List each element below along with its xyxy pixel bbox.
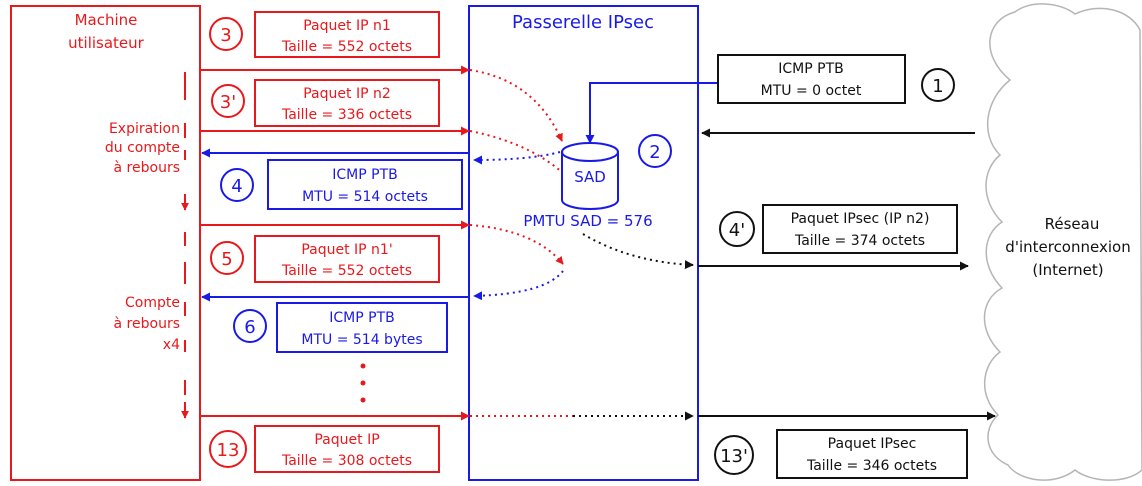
svg-text:5: 5 (221, 249, 232, 270)
step-4-prime: 4' (719, 211, 755, 247)
ptb-1-line1: ICMP PTB (778, 61, 843, 77)
icmp-box-6: ICMP PTB MTU = 514 bytes (276, 302, 448, 353)
vertical-ellipsis-dots (360, 363, 366, 403)
icmp-box-4: ICMP PTB MTU = 514 octets (267, 159, 463, 210)
internet-cloud (983, 3, 1142, 481)
packet-3-line2: Taille = 552 octets (281, 39, 412, 55)
dotted-sad-to-ipsec (582, 233, 694, 270)
dotted-sad-ptb-4 (473, 151, 561, 165)
timer-countdown-label: Compte à rebours x4 (114, 295, 181, 353)
step-5: 5 (210, 241, 244, 275)
network-label: Réseau d'interconnexion (Internet) (1005, 215, 1130, 279)
dotted-n1-to-sad (469, 69, 563, 142)
svg-text:13: 13 (217, 440, 240, 461)
network-label-line2: d'interconnexion (1005, 238, 1130, 256)
packet-3-line1: Paquet IP n1 (303, 18, 391, 34)
icmp-6-line2: MTU = 514 bytes (301, 332, 422, 348)
packet-box-13: Paquet IP Taille = 308 octets (254, 425, 440, 473)
timer-expiry-line2: du compte (105, 140, 180, 156)
svg-text:2: 2 (649, 142, 660, 163)
step-6: 6 (233, 309, 267, 343)
dotted-n1p-drop (469, 224, 564, 265)
step-3-prime: 3' (211, 84, 245, 118)
ipsec-gateway-title: Passerelle IPsec (512, 12, 654, 33)
packet-box-3: Paquet IP n1 Taille = 552 octets (254, 11, 440, 58)
step-4: 4 (220, 168, 254, 202)
arrow-ptb-to-sad (585, 82, 718, 144)
svg-text:6: 6 (244, 317, 255, 338)
packet-3p-line1: Paquet IP n2 (303, 86, 391, 102)
step-3: 3 (209, 17, 243, 51)
svg-text:4: 4 (231, 176, 242, 197)
ptb-1-line2: MTU = 0 octet (761, 83, 862, 99)
packet-13-line2: Taille = 308 octets (281, 453, 412, 469)
step-13: 13 (209, 430, 247, 468)
svg-text:3: 3 (220, 25, 231, 46)
icmp-4-line1: ICMP PTB (332, 167, 397, 183)
packet-3p-line2: Taille = 336 octets (281, 107, 412, 123)
timer-countdown-line3: x4 (163, 337, 180, 353)
ipsec-4p-line2: Taille = 374 octets (794, 233, 925, 249)
gateway-black-dotted-arrows (573, 233, 694, 421)
packet-5-line2: Taille = 552 octets (281, 263, 412, 279)
gateway-red-dotted-arrows (469, 69, 577, 417)
icmp-return-arrows (201, 82, 718, 302)
packet-box-3-prime: Paquet IP n2 Taille = 336 octets (254, 79, 440, 127)
pmtu-sad-label: PMTU SAD = 576 (523, 212, 652, 230)
network-arrows (698, 128, 996, 421)
ipsec-gateway-box (468, 5, 699, 481)
ipsec-13p-line2: Taille = 346 octets (806, 458, 937, 474)
step-1: 1 (921, 68, 955, 102)
timer-expiry-line1: Expiration (109, 121, 180, 137)
user-machine-title-line2: utilisateur (68, 34, 145, 52)
ipsec-box-13-prime: Paquet IPsec Taille = 346 octets (776, 429, 968, 479)
user-machine-box (10, 5, 201, 481)
packet-box-5: Paquet IP n1' Taille = 552 octets (254, 235, 440, 283)
svg-text:4': 4' (729, 220, 745, 241)
network-label-line1: Réseau (1045, 215, 1100, 233)
icmp-4-line2: MTU = 514 octets (302, 189, 428, 205)
svg-text:13': 13' (720, 446, 748, 467)
sad-label: SAD (574, 168, 606, 186)
gateway-blue-dotted-arrows (473, 151, 564, 301)
network-label-line3: (Internet) (1032, 261, 1103, 279)
ipsec-4p-line1: Paquet IPsec (IP n2) (791, 211, 930, 227)
packet-5-line1: Paquet IP n1' (301, 242, 392, 258)
packet-13-line1: Paquet IP (314, 432, 379, 448)
ipsec-box-4-prime: Paquet IPsec (IP n2) Taille = 374 octets (762, 204, 958, 254)
user-machine-title-line1: Machine (75, 11, 138, 29)
outgoing-ip-arrows (200, 65, 470, 421)
timer-expiry-line3: à rebours (114, 160, 180, 176)
timer-countdown-line1: Compte (125, 295, 180, 311)
dotted-ptb-6 (473, 270, 564, 301)
step-2: 2 (638, 134, 672, 168)
timer-countdown-line2: à rebours (114, 316, 180, 332)
timer-expiry-label: Expiration du compte à rebours (105, 121, 180, 176)
svg-text:3': 3' (220, 92, 236, 113)
svg-text:1: 1 (932, 76, 943, 97)
icmp-ptb-box-1: ICMP PTB MTU = 0 octet (717, 54, 906, 104)
sad-database-icon: SAD (561, 142, 619, 210)
step-13-prime: 13' (714, 435, 754, 475)
icmp-6-line1: ICMP PTB (329, 310, 394, 326)
ipsec-13p-line1: Paquet IPsec (828, 436, 917, 452)
